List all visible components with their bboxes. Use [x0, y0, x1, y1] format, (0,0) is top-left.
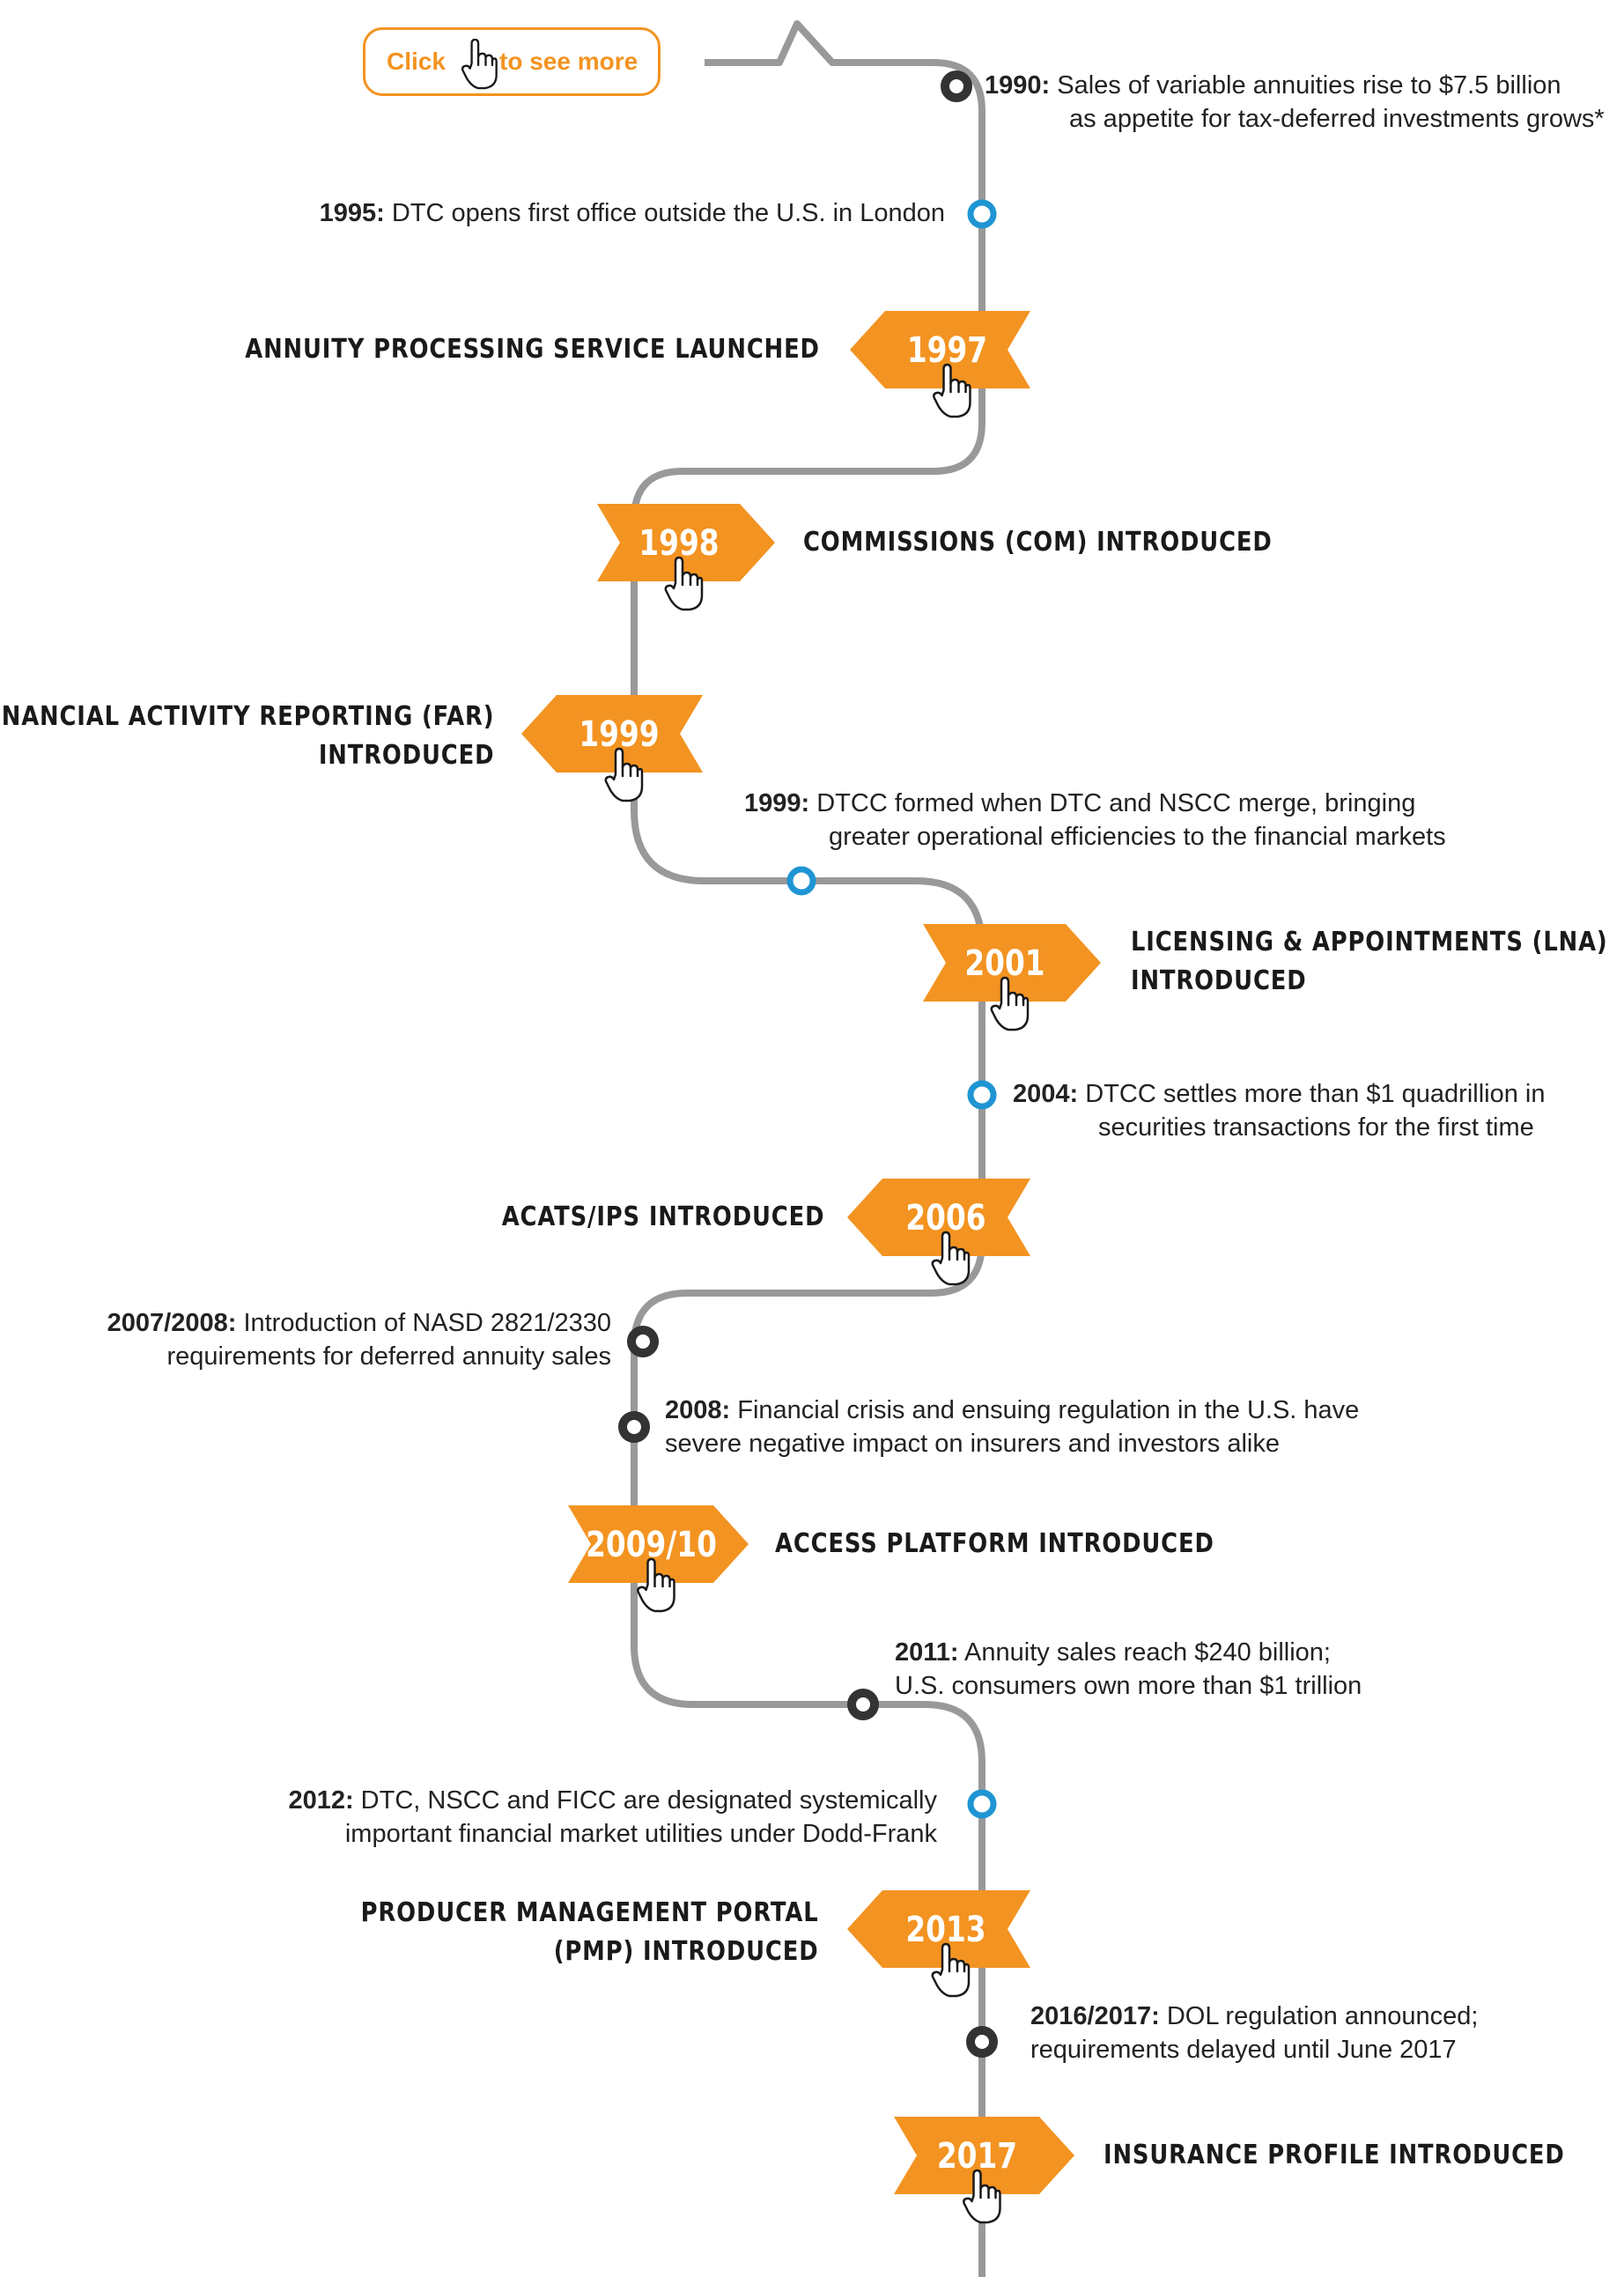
milestone-label-line: FINANCIAL ACTIVITY REPORTING (FAR) [0, 701, 494, 732]
event-dot-dark [847, 1689, 879, 1720]
event-dots-layer [618, 70, 998, 2058]
event-1990: 1990: Sales of variable annuities rise t… [985, 69, 1605, 136]
milestone-label-line: ANNUITY PROCESSING SERVICE LAUNCHED [245, 334, 820, 365]
event-text-line1: DTCC settles more than $1 quadrillion in [1085, 1080, 1546, 1108]
milestone-banner-shape [923, 924, 1101, 1002]
event-text-line2: securities transactions for the first ti… [1098, 1113, 1534, 1142]
event-text-line2: greater operational efficiencies to the … [829, 823, 1446, 851]
event-text-line2: important financial market utilities und… [344, 1820, 937, 1848]
milestone-banner-1997[interactable]: 1997 [850, 311, 1030, 418]
pointing-hand-icon [461, 39, 498, 90]
milestone-banner-1998[interactable]: 1998 [597, 504, 775, 611]
event-2016-2017: 2016/2017: DOL regulation announced; req… [1030, 2000, 1478, 2066]
event-text-line2: requirements for deferred annuity sales [166, 1342, 611, 1371]
event-year: 2012: [288, 1786, 354, 1815]
event-text-line1: DTC, NSCC and FICC are designated system… [360, 1786, 937, 1815]
event-2004: 2004: DTCC settles more than $1 quadrill… [1013, 1077, 1545, 1144]
event-text-line1: DTC opens first office outside the U.S. … [391, 199, 945, 227]
event-dot-dark [941, 70, 972, 102]
pointing-hand-icon [931, 1231, 971, 1286]
milestone-banner-shape [568, 1505, 749, 1583]
pointing-hand-icon [990, 976, 1030, 1031]
milestone-label-2017: INSURANCE PROFILE INTRODUCED [1104, 2136, 1565, 2175]
event-text-line1: Sales of variable annuities rise to $7.5… [1057, 71, 1561, 100]
event-2011: 2011: Annuity sales reach $240 billion; … [895, 1636, 1362, 1703]
event-text-line2: U.S. consumers own more than $1 trillion [895, 1672, 1362, 1700]
event-year: 1995: [319, 199, 385, 227]
cta-click-label: Click [387, 48, 446, 75]
milestone-label-2006: ACATS/IPS INTRODUCED [501, 1198, 824, 1237]
event-2008: 2008: Financial crisis and ensuing regul… [665, 1394, 1359, 1460]
event-text-line1: DTCC formed when DTC and NSCC merge, bri… [816, 789, 1416, 817]
milestone-banner-2006[interactable]: 2006 [847, 1179, 1030, 1286]
event-year: 2008: [665, 1396, 731, 1424]
event-1999: 1999: DTCC formed when DTC and NSCC merg… [744, 787, 1446, 854]
event-dot-blue [786, 866, 816, 896]
milestones-layer: 1997 1998 1999 2001 2006 2009/10 2013 2017 [521, 311, 1101, 2224]
milestone-label-1998: COMMISSIONS (COM) INTRODUCED [803, 523, 1273, 562]
milestone-label-1997: ANNUITY PROCESSING SERVICE LAUNCHED [245, 330, 820, 369]
milestone-banner-shape [847, 1179, 1030, 1256]
event-2007-2008: 2007/2008: Introduction of NASD 2821/233… [107, 1306, 611, 1373]
event-year: 1999: [744, 789, 810, 817]
event-dot-blue [967, 199, 997, 229]
milestone-banner-2001[interactable]: 2001 [923, 924, 1101, 1031]
milestone-banner-shape [847, 1890, 1030, 1968]
event-text-line2: as appetite for tax-deferred investments… [1069, 105, 1605, 133]
event-year: 2016/2017: [1030, 2002, 1160, 2030]
milestone-banner-2009-10[interactable]: 2009/10 [568, 1505, 749, 1613]
milestone-banner-1999[interactable]: 1999 [521, 695, 703, 802]
pointing-hand-icon [931, 1942, 971, 1998]
milestone-label-line: INTRODUCED [318, 740, 494, 771]
click-to-see-more-button[interactable]: Click to see more [363, 27, 661, 96]
event-text-line2: requirements delayed until June 2017 [1030, 2036, 1457, 2064]
pointing-hand-icon [637, 1557, 675, 1613]
milestone-label-1999: FINANCIAL ACTIVITY REPORTING (FAR) INTRO… [0, 698, 494, 775]
milestone-banner-shape [597, 504, 775, 581]
timeline-track [631, 20, 985, 2277]
event-dot-dark [966, 2026, 998, 2058]
milestone-banner-shape [521, 695, 703, 773]
milestone-label-line: ACCESS PLATFORM INTRODUCED [775, 1528, 1214, 1559]
event-text-line2: severe negative impact on insurers and i… [665, 1430, 1280, 1458]
milestone-label-line: INTRODUCED [1131, 965, 1307, 996]
milestone-label-line: ACATS/IPS INTRODUCED [501, 1201, 824, 1232]
event-text-line1: Financial crisis and ensuing regulation … [737, 1396, 1360, 1424]
cta-rest-label: to see more [499, 48, 639, 75]
event-text-line1: Annuity sales reach $240 billion; [964, 1638, 1331, 1667]
pointing-hand-icon [963, 2169, 1001, 2224]
event-year: 2011: [895, 1638, 959, 1667]
milestone-banner-2017[interactable]: 2017 [894, 2117, 1074, 2224]
event-text-line1: Introduction of NASD 2821/2330 [243, 1309, 611, 1337]
pointing-hand-icon [604, 747, 644, 802]
event-year: 2004: [1013, 1080, 1079, 1108]
pointing-hand-icon [933, 363, 971, 418]
milestone-banner-shape [894, 2117, 1074, 2194]
milestone-label-line: PRODUCER MANAGEMENT PORTAL [360, 1897, 818, 1928]
milestone-label-line: (PMP) INTRODUCED [553, 1936, 818, 1967]
event-dot-blue [967, 1789, 997, 1819]
milestone-label-line: LICENSING & APPOINTMENTS (LNA) [1131, 927, 1608, 957]
milestone-banner-shape [850, 311, 1030, 388]
event-1995: 1995: DTC opens first office outside the… [320, 196, 945, 230]
milestone-label-line: INSURANCE PROFILE INTRODUCED [1104, 2140, 1565, 2170]
milestone-label-2009-10: ACCESS PLATFORM INTRODUCED [775, 1525, 1214, 1564]
milestone-label-2013: PRODUCER MANAGEMENT PORTAL (PMP) INTRODU… [360, 1894, 818, 1971]
milestone-label-2001: LICENSING & APPOINTMENTS (LNA) INTRODUCE… [1131, 923, 1608, 1001]
milestone-banner-2013[interactable]: 2013 [847, 1890, 1030, 1998]
event-dot-dark [618, 1411, 650, 1443]
event-2012: 2012: DTC, NSCC and FICC are designated … [288, 1784, 937, 1851]
event-text-line1: DOL regulation announced; [1166, 2002, 1479, 2030]
event-dot-blue [967, 1080, 997, 1110]
pointing-hand-icon [664, 556, 704, 611]
event-year: 2007/2008: [107, 1309, 237, 1337]
milestone-label-line: COMMISSIONS (COM) INTRODUCED [803, 527, 1273, 558]
event-year: 1990: [985, 71, 1051, 100]
event-dot-dark [627, 1326, 659, 1357]
